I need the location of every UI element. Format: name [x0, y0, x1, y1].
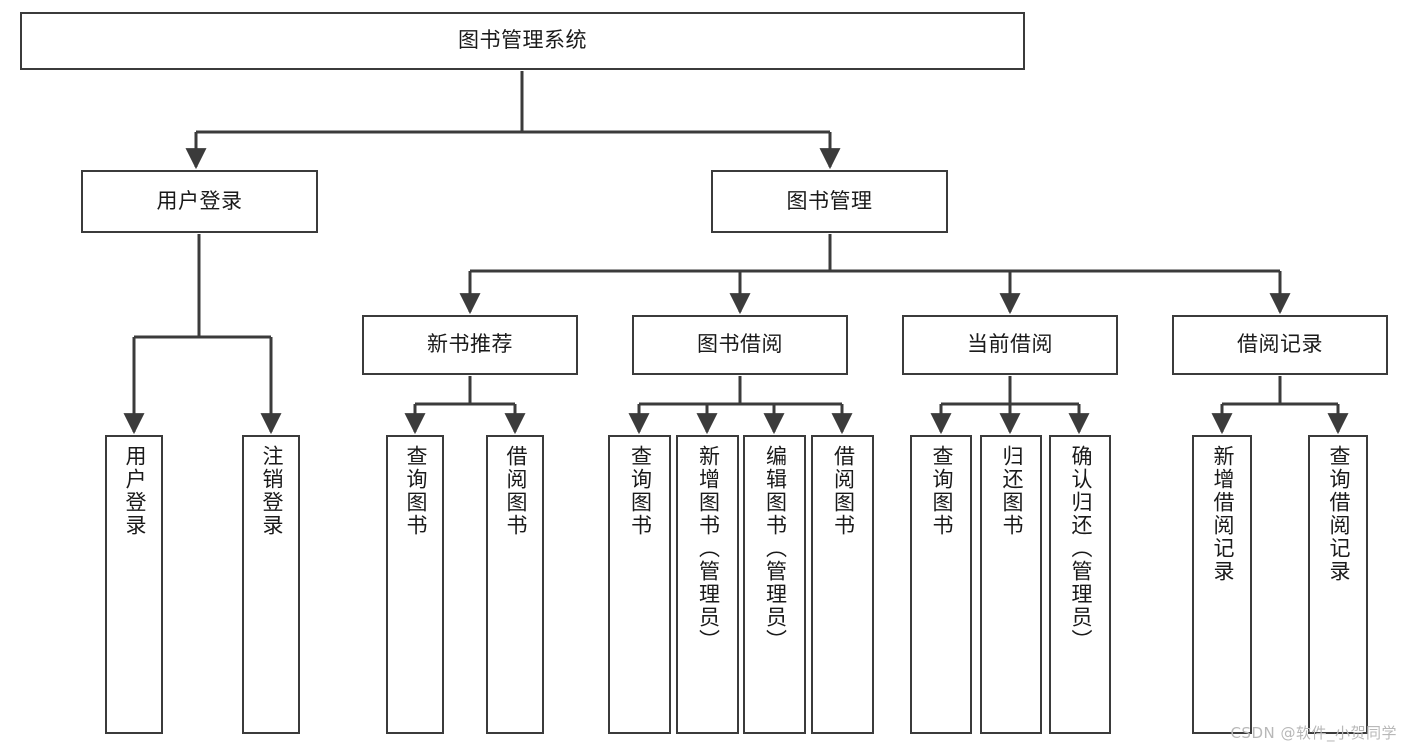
- node-book-borrow-label: 图书借阅: [697, 332, 783, 357]
- node-root-label: 图书管理系统: [458, 28, 587, 53]
- leaf-current-confirm-return-label: 确认归还（管理员）: [1068, 445, 1093, 652]
- node-book-management-label: 图书管理: [786, 188, 873, 213]
- node-root[interactable]: 图书管理系统: [20, 12, 1025, 70]
- node-user-login-label: 用户登录: [156, 188, 243, 213]
- leaf-borrow-lend-book-label: 借阅图书: [831, 445, 856, 537]
- leaf-record-add-label: 新增借阅记录: [1210, 445, 1235, 583]
- leaf-record-query-label: 查询借阅记录: [1326, 445, 1351, 583]
- node-book-borrow[interactable]: 图书借阅: [632, 315, 848, 375]
- node-user-login[interactable]: 用户登录: [81, 170, 318, 233]
- leaf-new-borrow-book[interactable]: 借阅图书: [486, 435, 544, 734]
- leaf-borrow-edit-book[interactable]: 编辑图书（管理员）: [743, 435, 806, 734]
- leaf-record-query[interactable]: 查询借阅记录: [1308, 435, 1368, 734]
- leaf-borrow-query-book-label: 查询图书: [628, 445, 653, 537]
- leaf-borrow-add-book[interactable]: 新增图书（管理员）: [676, 435, 739, 734]
- leaf-current-confirm-return[interactable]: 确认归还（管理员）: [1049, 435, 1111, 734]
- leaf-borrow-lend-book[interactable]: 借阅图书: [811, 435, 874, 734]
- leaf-borrow-add-book-label: 新增图书（管理员）: [696, 445, 721, 652]
- leaf-new-query-book[interactable]: 查询图书: [386, 435, 444, 734]
- node-borrow-records-label: 借阅记录: [1237, 332, 1323, 357]
- leaf-user-login-label: 用户登录: [122, 445, 147, 537]
- node-current-borrow[interactable]: 当前借阅: [902, 315, 1118, 375]
- leaf-current-query-book[interactable]: 查询图书: [910, 435, 972, 734]
- leaf-user-logout-label: 注销登录: [259, 445, 284, 537]
- leaf-new-query-book-label: 查询图书: [403, 445, 428, 537]
- leaf-user-logout[interactable]: 注销登录: [242, 435, 300, 734]
- node-current-borrow-label: 当前借阅: [967, 332, 1053, 357]
- leaf-record-add[interactable]: 新增借阅记录: [1192, 435, 1252, 734]
- node-borrow-records[interactable]: 借阅记录: [1172, 315, 1388, 375]
- leaf-current-query-book-label: 查询图书: [929, 445, 954, 537]
- leaf-new-borrow-book-label: 借阅图书: [503, 445, 528, 537]
- leaf-current-return-book[interactable]: 归还图书: [980, 435, 1042, 734]
- node-book-management[interactable]: 图书管理: [711, 170, 948, 233]
- leaf-current-return-book-label: 归还图书: [999, 445, 1024, 537]
- leaf-borrow-edit-book-label: 编辑图书（管理员）: [763, 445, 788, 652]
- node-new-book-recommend-label: 新书推荐: [427, 332, 513, 357]
- leaf-borrow-query-book[interactable]: 查询图书: [608, 435, 671, 734]
- leaf-user-login[interactable]: 用户登录: [105, 435, 163, 734]
- watermark: CSDN @软件_小贺同学: [1230, 724, 1397, 742]
- node-new-book-recommend[interactable]: 新书推荐: [362, 315, 578, 375]
